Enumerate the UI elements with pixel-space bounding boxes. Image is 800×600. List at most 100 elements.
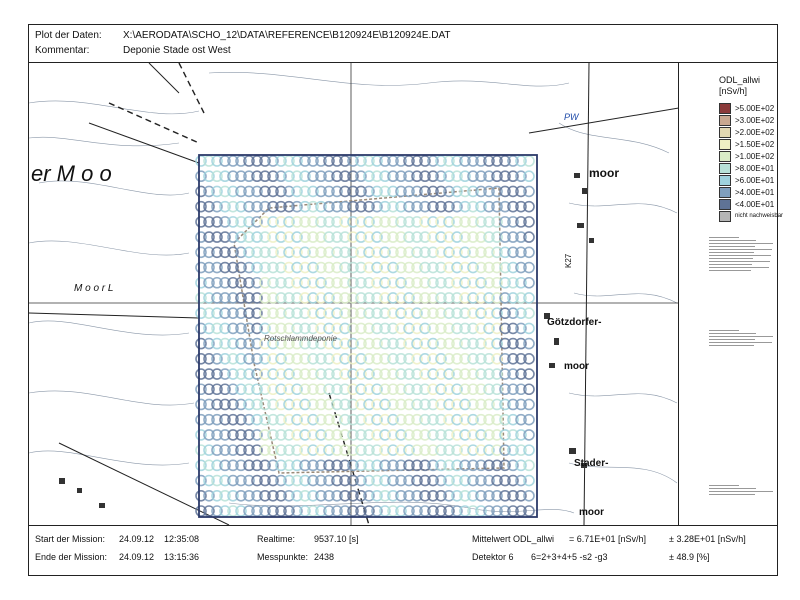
measurement-ring <box>363 276 375 289</box>
measurement-ring <box>475 383 487 396</box>
measurement-ring <box>283 505 295 517</box>
measurement-ring <box>363 398 375 411</box>
measurement-ring <box>275 413 287 426</box>
measurement-ring <box>339 200 351 213</box>
measurement-ring <box>195 216 207 228</box>
measurement-ring <box>227 489 239 502</box>
measurement-ring <box>427 474 439 487</box>
measurement-ring <box>379 246 391 259</box>
info-line <box>709 339 755 340</box>
measurement-ring <box>267 337 279 350</box>
measurement-ring <box>203 231 215 243</box>
measurement-ring <box>371 292 383 304</box>
measurement-ring <box>475 231 487 243</box>
measurement-ring <box>499 292 511 304</box>
start-time: 12:35:08 <box>164 534 200 544</box>
measurement-ring <box>403 489 415 502</box>
measurement-ring <box>419 185 431 198</box>
measurement-ring <box>499 261 511 274</box>
info-line <box>709 246 755 247</box>
measurement-ring <box>227 368 239 380</box>
measurement-ring <box>211 413 223 426</box>
measurement-ring <box>339 489 351 502</box>
measurement-ring <box>259 155 271 167</box>
measurement-ring <box>459 489 471 502</box>
measurement-ring <box>291 246 303 259</box>
measurement-ring <box>435 231 447 243</box>
flight-line <box>195 413 535 426</box>
measurement-ring <box>403 383 415 396</box>
measurement-ring <box>467 322 479 335</box>
measurement-ring <box>427 261 439 274</box>
measurement-ring <box>459 292 471 304</box>
measurement-ring <box>291 398 303 411</box>
measurement-ring <box>235 261 247 274</box>
flight-line <box>195 353 535 365</box>
measurement-ring <box>315 413 327 426</box>
measurement-ring <box>419 398 431 411</box>
measurement-ring <box>459 155 471 167</box>
measurement-ring <box>195 322 207 335</box>
measurement-ring <box>403 185 415 198</box>
measurement-ring <box>219 185 231 198</box>
measurement-ring <box>491 368 503 380</box>
measurement-ring <box>227 231 239 243</box>
mean-error: ± 3.28E+01 [nSv/h] <box>669 534 746 544</box>
measurement-ring <box>307 322 319 335</box>
measurement-ring <box>483 383 495 396</box>
measurement-ring <box>299 185 311 198</box>
measurement-ring <box>323 505 335 517</box>
measurement-ring <box>315 429 327 441</box>
measurement-ring <box>363 261 375 274</box>
measurement-ring <box>499 383 511 396</box>
measurement-ring <box>315 489 327 502</box>
measurement-ring <box>483 276 495 289</box>
measurement-ring <box>339 155 351 167</box>
measurement-ring <box>203 200 215 213</box>
measurement-ring <box>363 246 375 259</box>
measurement-ring <box>427 322 439 335</box>
measurement-ring <box>355 459 367 472</box>
measurement-ring <box>411 489 423 502</box>
measurement-ring <box>267 261 279 274</box>
measurement-ring <box>339 246 351 259</box>
measurement-ring <box>419 429 431 441</box>
measurement-ring <box>203 307 215 319</box>
moor-label-bottom: moor <box>579 507 604 518</box>
measurement-ring <box>275 489 287 502</box>
measurement-ring <box>299 231 311 243</box>
measurement-ring <box>395 383 407 396</box>
measurement-ring <box>443 413 455 426</box>
measurement-ring <box>411 337 423 350</box>
measurement-ring <box>347 231 359 243</box>
measurement-ring <box>507 246 519 259</box>
flight-line <box>195 474 535 487</box>
measurement-ring <box>211 444 223 456</box>
measurement-ring <box>315 307 327 319</box>
measurement-ring <box>203 505 215 517</box>
measurement-ring <box>235 429 247 441</box>
measurement-ring <box>387 337 399 350</box>
measurement-ring <box>195 489 207 502</box>
info-line <box>709 342 772 343</box>
measurement-ring <box>211 170 223 183</box>
legend-item: >3.00E+02 <box>719 115 779 126</box>
measurement-ring <box>515 231 527 243</box>
measurement-ring <box>283 353 295 365</box>
measurement-ring <box>499 246 511 259</box>
measurement-ring <box>251 413 263 426</box>
measurement-ring <box>355 307 367 319</box>
measurement-ring <box>235 170 247 183</box>
measurement-ring <box>387 231 399 243</box>
measurement-ring <box>499 429 511 441</box>
measurement-ring <box>371 246 383 259</box>
measurement-ring <box>411 170 423 183</box>
measurement-ring <box>235 413 247 426</box>
legend-item: >8.00E+01 <box>719 163 779 174</box>
end-label: Ende der Mission: <box>35 552 108 562</box>
measurement-ring <box>515 398 527 411</box>
measurement-ring <box>251 307 263 319</box>
measurement-ring <box>475 261 487 274</box>
measurement-ring <box>475 185 487 198</box>
measurement-ring <box>379 276 391 289</box>
